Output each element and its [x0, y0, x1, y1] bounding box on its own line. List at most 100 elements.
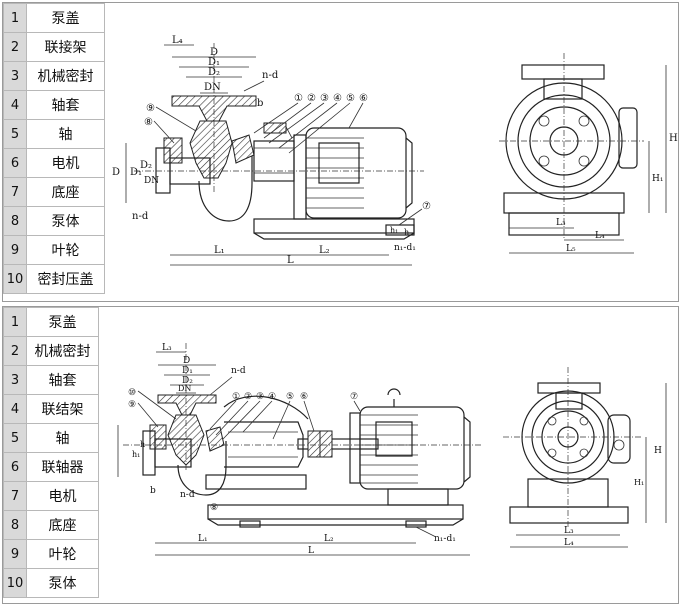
base-pad: [405, 520, 427, 528]
part-name: 底座: [26, 510, 99, 540]
part-number: 1: [3, 3, 27, 33]
label-L1: L₁: [198, 534, 208, 544]
part-name: 联接架: [26, 32, 105, 62]
leader-nd: [243, 80, 265, 92]
part-name: 电机: [26, 148, 105, 178]
base-foot: [207, 518, 464, 526]
terminal-box: [318, 142, 360, 184]
part-number: 1: [3, 307, 27, 337]
part-number: 4: [3, 394, 27, 424]
bottom-pump-drawing: L₃ D D₁ D₂ DN n-d ① ② ③ ④ ⑤ ⑥ ⑦ ⑧ ⑨ ⑩ h₁…: [117, 343, 667, 556]
side-label-H1: H₁: [634, 478, 644, 487]
part-name: 机械密封: [26, 336, 99, 366]
label-L4: L₄: [172, 35, 183, 46]
bracket-cover-arc: [223, 395, 309, 420]
side-label-L3: L₃: [556, 218, 566, 228]
label-nd: n-d: [262, 70, 279, 81]
label-L2: L₂: [324, 534, 334, 544]
label-nd: n-d: [231, 366, 246, 376]
side-bolt-hole: [538, 155, 550, 167]
side-label-L3: L₃: [564, 526, 574, 536]
label-n1d1: n₁-d₁: [434, 534, 456, 544]
part-name: 轴套: [26, 90, 105, 120]
callout-4: ④: [333, 93, 342, 104]
pump-cover: [149, 424, 167, 450]
callout-1: ①: [232, 392, 240, 402]
side-motor-box: [607, 414, 631, 464]
label-D1: D₁: [182, 366, 193, 376]
leader-7: [353, 400, 361, 412]
bolt-block: [263, 122, 287, 134]
part-number: 10: [3, 568, 27, 598]
label-nd2: n-d: [132, 211, 149, 222]
callout-5: ⑤: [346, 93, 355, 104]
part-name: 泵体: [26, 568, 99, 598]
pump-casing: [189, 120, 233, 179]
motor-body: [305, 127, 407, 219]
part-number: 5: [3, 119, 27, 149]
part-name: 泵盖: [26, 307, 99, 337]
leader-7: [398, 208, 423, 226]
side-label-L5: L₅: [566, 244, 576, 254]
label-D1: D₁: [208, 57, 220, 68]
part-number: 2: [3, 32, 27, 62]
part-number: 3: [3, 61, 27, 91]
label-b: b: [257, 98, 263, 109]
label-n1d1: n₁-d₁: [394, 243, 416, 253]
side-bolt-hole: [579, 416, 589, 426]
part-number: 9: [3, 235, 27, 265]
part-name: 叶轮: [26, 539, 99, 569]
base-foot: [253, 232, 415, 240]
side-bolt-hole: [547, 448, 557, 458]
callout-2: ②: [307, 93, 316, 104]
side-gland-nut: [613, 439, 625, 451]
part-number: 7: [3, 481, 27, 511]
side-bolt-hole: [578, 115, 590, 127]
label-DN: DN: [204, 82, 221, 93]
label-D: D: [183, 356, 190, 366]
callout-7: ⑦: [350, 392, 358, 402]
callout-5: ⑤: [286, 392, 294, 402]
bearing-bracket: [224, 421, 304, 468]
label-h: h: [140, 440, 145, 449]
part-name: 轴: [26, 119, 105, 149]
label-DN: DN: [178, 384, 191, 393]
label-L2: L₂: [319, 245, 330, 256]
label-D2: D₂: [182, 376, 193, 386]
side-label-L4: L₄: [595, 231, 605, 241]
label-left-D1: D₁: [130, 167, 142, 178]
bracket-inner: [228, 431, 298, 458]
side-bolt-hole: [547, 416, 557, 426]
seal-gland: [205, 426, 225, 452]
bracket: [253, 140, 295, 182]
part-name: 机械密封: [26, 61, 105, 91]
part-name: 电机: [26, 481, 99, 511]
side-label-H: H: [654, 446, 662, 456]
callout-10: ⑩: [128, 388, 136, 398]
part-name: 轴套: [26, 365, 99, 395]
label-left-D: D: [112, 167, 120, 178]
part-number: 6: [3, 148, 27, 178]
side-discharge-neck: [555, 392, 583, 410]
callout-6: ⑥: [300, 392, 308, 402]
callout-6: ⑥: [359, 93, 368, 104]
part-name: 密封压盖: [26, 264, 105, 294]
label-L1: L₁: [214, 245, 225, 256]
part-number: 5: [3, 423, 27, 453]
